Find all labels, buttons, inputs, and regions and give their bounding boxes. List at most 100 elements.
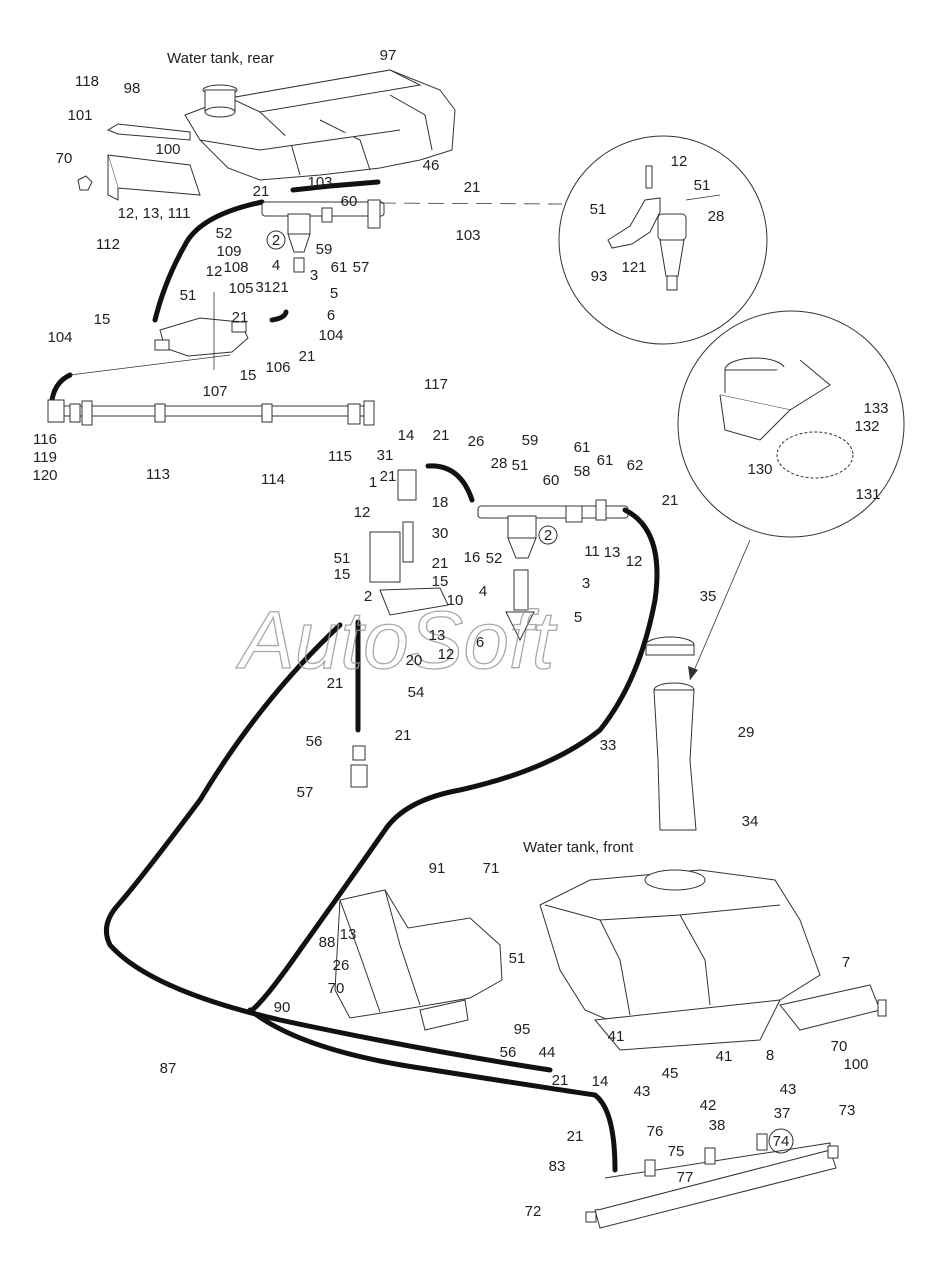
callout-ring (538, 525, 558, 545)
part-number-c068: 60 (543, 472, 560, 489)
part-number-c113: 70 (831, 1038, 848, 1055)
part-number-c039: 116 (33, 431, 57, 448)
part-number-c035: 106 (265, 359, 290, 376)
title-rear-tank: Water tank, rear (167, 50, 274, 67)
part-number-c100: 34 (742, 813, 759, 830)
nozzles (644, 1133, 768, 1177)
part-number-c002: 98 (124, 80, 141, 97)
hose-112 (152, 199, 265, 323)
part-number-c054: 131 (855, 486, 880, 503)
callout-ring (768, 1128, 794, 1154)
part-number-c092: 20 (406, 652, 423, 669)
part-number-c025: 105 (228, 280, 253, 297)
part-number-c034: 21 (299, 348, 316, 365)
part-number-c129: 76 (647, 1123, 664, 1140)
filler-cap-rear (202, 84, 238, 118)
part-number-c106: 7 (842, 954, 850, 971)
detail-circle-cap (677, 310, 905, 538)
section-titles: Water tank, rear Water tank, front (167, 50, 634, 856)
part-number-c077: 16 (464, 549, 481, 566)
part-number-c006: 70 (56, 150, 73, 167)
part-number-c089: 13 (429, 627, 446, 644)
part-number-c027: 5 (330, 285, 338, 302)
part-number-c074: 11 (584, 543, 600, 560)
part-number-c003: 118 (75, 73, 99, 90)
part-number-c086: 10 (447, 592, 464, 609)
part-number-c066: 1 (369, 474, 377, 491)
part-number-c093: 21 (327, 675, 344, 692)
part-number-c030: 21 (232, 309, 249, 326)
part-number-c122: 43 (634, 1083, 651, 1100)
part-number-c081: 15 (334, 566, 351, 583)
tank-frame-bracket (779, 984, 887, 1031)
part-number-c048: 28 (708, 208, 725, 225)
hose-26 (425, 463, 475, 503)
part-number-c128: 21 (567, 1128, 584, 1145)
part-number-c047: 51 (590, 201, 607, 218)
part-number-c098: 33 (600, 737, 617, 754)
spray-pipe-rear (47, 399, 375, 426)
fitting-57-middle (350, 745, 368, 788)
part-number-c133: 77 (677, 1169, 694, 1186)
part-number-c067: 21 (380, 468, 397, 485)
part-number-c085: 2 (364, 588, 372, 605)
part-number-c130: 75 (668, 1143, 685, 1160)
part-number-c009: 21 (253, 183, 270, 200)
part-number-c044: 115 (328, 448, 352, 465)
part-number-c125: 38 (709, 1117, 726, 1134)
part-number-c042: 113 (146, 466, 170, 483)
part-number-c028: 51 (180, 287, 197, 304)
part-number-c059: 61 (574, 439, 591, 456)
part-number-c119: 45 (662, 1065, 679, 1082)
hose-83 (247, 1007, 618, 1173)
part-number-c017: 59 (316, 241, 333, 258)
rear-water-tank (184, 69, 456, 181)
part-number-c036: 15 (240, 367, 257, 384)
part-number-c112: 8 (766, 1047, 774, 1064)
detail-arrow-filter (379, 202, 563, 205)
detail-circle-filter (558, 135, 768, 345)
part-number-c010: 21 (464, 179, 481, 196)
part-number-c031: 15 (94, 311, 111, 328)
part-number-c041: 120 (32, 467, 57, 484)
part-number-c091: 12 (438, 646, 455, 663)
part-number-c022: 4 (272, 257, 280, 274)
part-number-c032: 104 (318, 327, 343, 344)
hose-104-right (269, 309, 289, 323)
part-number-c057: 26 (468, 433, 485, 450)
part-number-c134: 72 (525, 1203, 542, 1220)
part-number-c124: 42 (700, 1097, 717, 1114)
part-number-c065: 62 (627, 457, 644, 474)
part-number-c046: 51 (694, 177, 711, 194)
part-number-c102: 71 (483, 860, 500, 877)
part-number-c014: 109 (216, 243, 241, 260)
part-number-c104: 13 (340, 926, 357, 943)
part-number-c029: 6 (327, 307, 335, 324)
part-number-c049: 93 (591, 268, 608, 285)
part-number-c024: 12 (206, 263, 223, 280)
part-number-c073: 2 (544, 527, 552, 544)
part-number-c038: 117 (424, 376, 448, 393)
filler-neck (645, 636, 697, 831)
part-number-c084: 4 (479, 583, 487, 600)
part-number-c004: 101 (67, 107, 92, 124)
part-number-c061: 28 (491, 455, 508, 472)
filter-rear (261, 199, 385, 273)
front-water-tank (539, 869, 821, 1051)
part-number-c126: 37 (774, 1105, 791, 1122)
part-number-c055: 14 (398, 427, 415, 444)
part-number-c117: 100 (843, 1056, 868, 1073)
part-number-c051: 133 (863, 400, 888, 417)
part-number-c007: 103 (307, 174, 332, 191)
part-number-c121: 14 (592, 1073, 609, 1090)
part-number-c026: 3121 (255, 279, 288, 296)
part-number-c052: 132 (854, 418, 879, 435)
part-number-c037: 107 (202, 383, 227, 400)
part-number-c132: 83 (549, 1158, 566, 1175)
detail-arrow-cap (689, 539, 751, 681)
valve-assembly-middle (369, 469, 629, 642)
front-spray-bar (585, 1133, 839, 1229)
part-number-c111: 41 (608, 1028, 625, 1045)
